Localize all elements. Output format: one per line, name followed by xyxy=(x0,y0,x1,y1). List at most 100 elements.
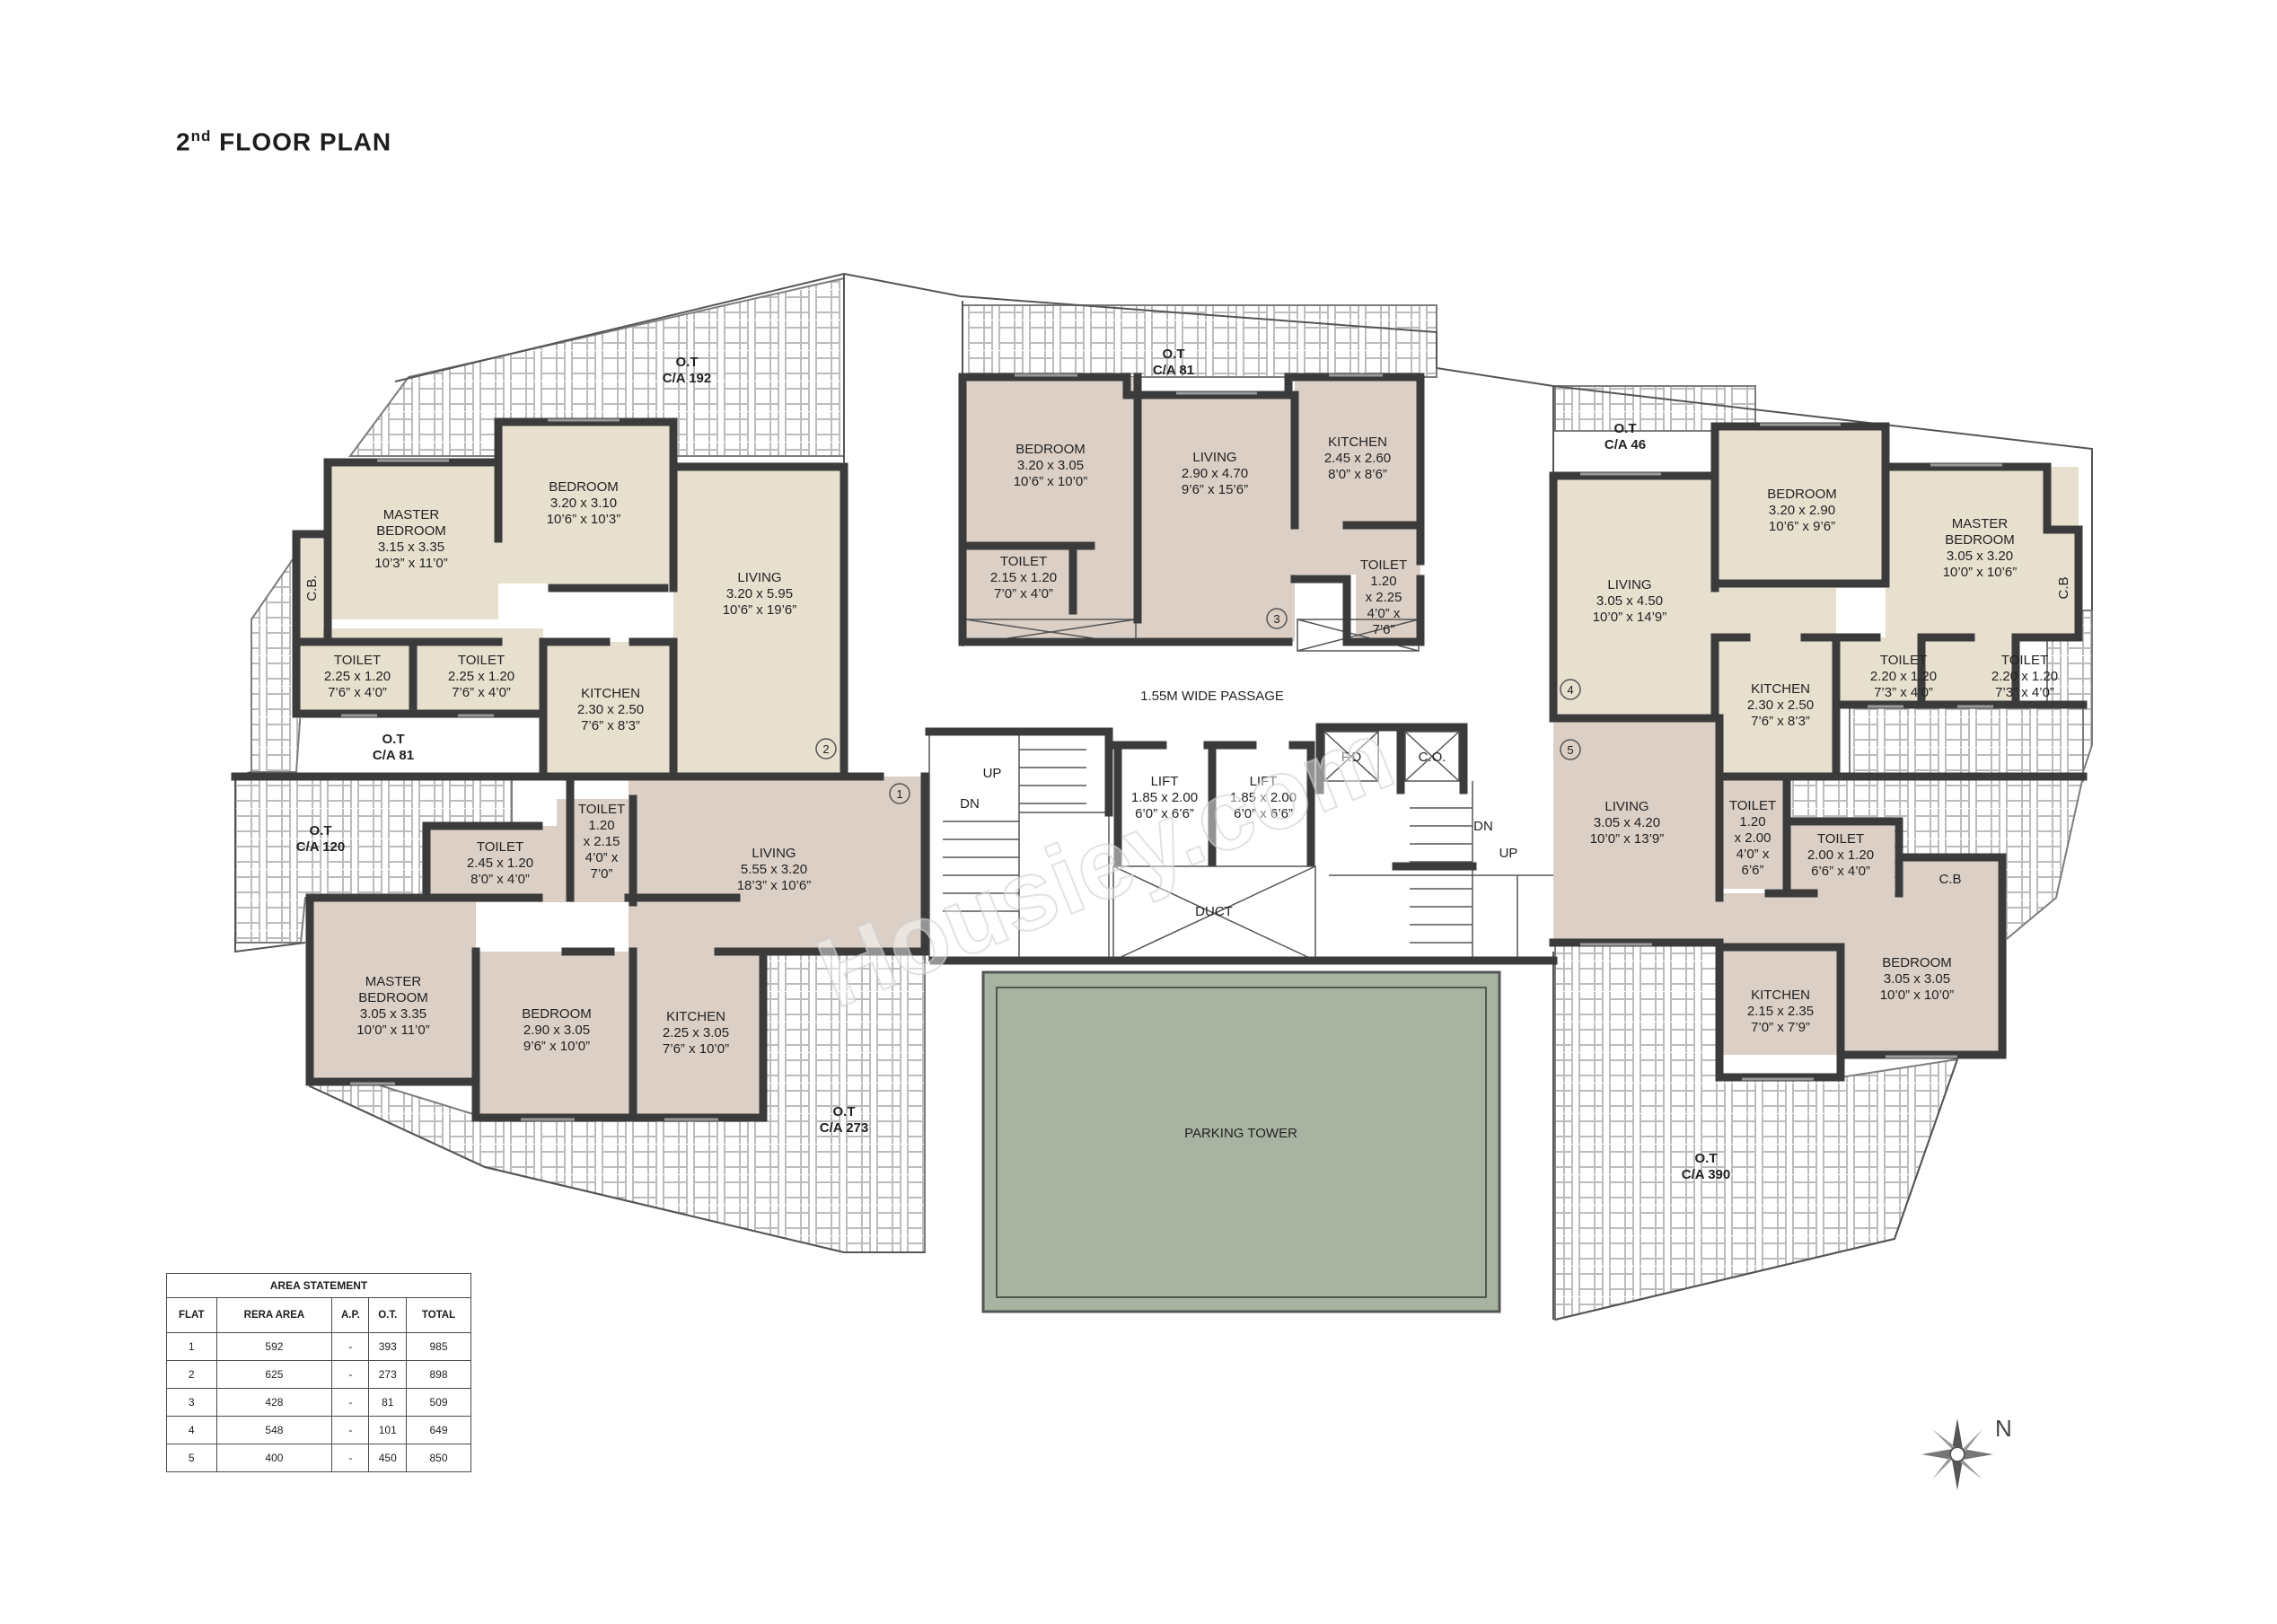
flat2-floor-e xyxy=(543,642,678,777)
cell-ap: - xyxy=(331,1360,370,1389)
flat1-floor-a xyxy=(629,777,925,952)
flat2-floor-f xyxy=(296,539,323,628)
flat-number-5: 5 xyxy=(1567,743,1573,757)
page-title: 2nd FLOOR PLAN xyxy=(176,127,392,156)
cell-flat: 2 xyxy=(166,1360,217,1389)
stair-down-right-label: DN xyxy=(1473,819,1493,834)
cell-total: 649 xyxy=(406,1416,471,1444)
cell-flat: 1 xyxy=(166,1332,217,1361)
flat1-floor-e xyxy=(633,952,763,1118)
cell-ot: 450 xyxy=(368,1444,408,1472)
cell-ap: - xyxy=(331,1416,370,1444)
flat2-floor-a xyxy=(328,462,498,619)
flat-number-markers xyxy=(815,608,1581,804)
cell-rera: 400 xyxy=(215,1444,333,1472)
flat3-floor-b xyxy=(1138,395,1295,642)
cell-rera: 592 xyxy=(215,1332,333,1361)
area-statement-table: AREA STATEMENT FLAT RERA AREA A.P. O.T. … xyxy=(166,1273,471,1472)
cell-total: 509 xyxy=(406,1388,471,1417)
cell-rera: 428 xyxy=(215,1388,333,1417)
stair-down-left-label: DN xyxy=(960,796,980,812)
flat4-floor-b xyxy=(1715,426,1886,588)
flat5-floor-a xyxy=(1553,718,1719,943)
flat4-floor-a xyxy=(1553,476,1715,714)
parking-tower-label: PARKING TOWER xyxy=(1184,1126,1297,1141)
window-marks xyxy=(341,373,2002,1121)
flat1-floor-c xyxy=(310,898,476,1082)
cell-total: 985 xyxy=(406,1332,471,1361)
parking-tower xyxy=(981,970,1501,1313)
cupboard-right-label: C.B xyxy=(2056,576,2071,599)
area-statement-caption: AREA STATEMENT xyxy=(166,1273,471,1298)
cutout-label: C.O. xyxy=(1419,750,1446,765)
flat1-floor-d xyxy=(476,952,633,1118)
compass-north-label: N xyxy=(1995,1415,2012,1442)
cell-total: 850 xyxy=(406,1444,471,1472)
cell-total: 898 xyxy=(406,1360,471,1389)
flat5-floor-d xyxy=(1719,893,2007,1055)
stair-up-left-label: UP xyxy=(983,766,1002,781)
parking-tower-inner xyxy=(996,987,1487,1298)
cell-ap: - xyxy=(331,1332,370,1361)
terrace-right-mid xyxy=(1849,704,2084,782)
cell-ap: - xyxy=(331,1444,370,1472)
flat-number-1: 1 xyxy=(896,787,902,801)
cell-ot: 101 xyxy=(368,1416,408,1444)
flat2-floor-b xyxy=(498,422,673,584)
flat2-floor-c xyxy=(673,462,844,777)
cell-ot: 393 xyxy=(368,1332,408,1361)
col-flat: FLAT xyxy=(166,1297,217,1333)
cupboard-left-label: C.B. xyxy=(304,575,320,601)
col-rera-area: RERA AREA xyxy=(215,1297,333,1333)
cell-flat: 3 xyxy=(166,1388,217,1417)
col-total: TOTAL xyxy=(406,1297,471,1333)
flat-number-4: 4 xyxy=(1567,683,1573,697)
cell-rera: 548 xyxy=(215,1416,333,1444)
col-ot: O.T. xyxy=(368,1297,408,1333)
fire-duct-label: F.D xyxy=(1341,750,1362,765)
flat3-floor-d xyxy=(1356,561,1420,642)
terrace-top-center xyxy=(962,304,1437,378)
flat4-floor-d xyxy=(1715,588,1836,777)
duct-label: DUCT xyxy=(1195,904,1233,919)
cupboard-flat5-label: C.B xyxy=(1939,872,1961,887)
flat5-floor-b xyxy=(1719,777,1787,889)
flat-number-2: 2 xyxy=(822,742,829,756)
flat-number-3: 3 xyxy=(1273,612,1279,626)
flat3-floor-c xyxy=(1295,377,1420,575)
flat5-floor-e xyxy=(1899,857,2002,898)
